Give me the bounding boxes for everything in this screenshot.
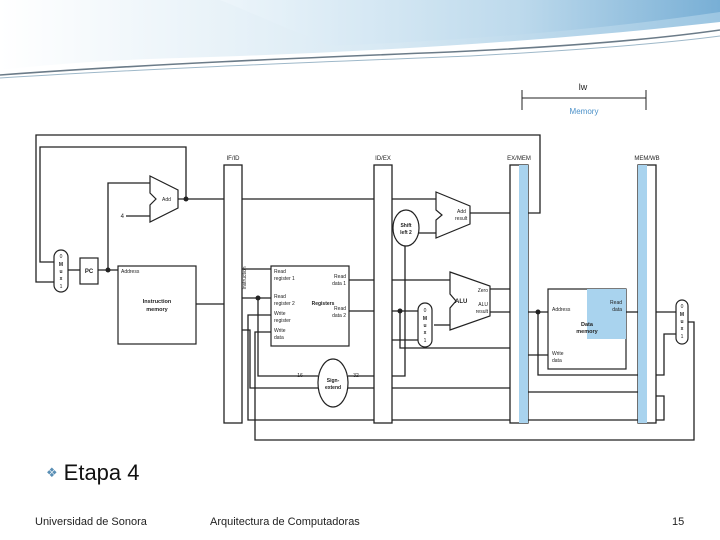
imem-title-2: memory [146, 307, 168, 313]
register-label-idex: ID/EX [375, 156, 391, 162]
bus-width-32: 32 [353, 373, 359, 379]
shift-left-label-1: Shift [400, 223, 411, 229]
reg-rr1-a: Read [274, 269, 286, 275]
sign-extend-label-1: Sign- [327, 378, 340, 384]
dmem-title-2: memory [576, 329, 598, 335]
mux-label-m: M [59, 262, 63, 268]
instruction-bus-label: Instruction [242, 266, 248, 289]
pc-adder-label: Add [162, 197, 171, 203]
pc-label: PC [85, 269, 94, 275]
pipeline-register-ifid [223, 164, 243, 424]
reg-rr2-a: Read [274, 294, 286, 300]
reg-rd1-a: Read [334, 274, 346, 280]
alu-result-label-1: ALU [478, 302, 488, 308]
writeback-mux [675, 299, 689, 345]
dmem-read-label-2: data [612, 307, 622, 313]
reg-rd1-b: data 1 [332, 281, 346, 287]
mux-label-0: 0 [60, 254, 63, 260]
reg-rr1-b: register 1 [274, 276, 295, 282]
imem-address-label: Address [121, 269, 140, 275]
reg-rd2-b: data 2 [332, 313, 346, 319]
shift-left-label-2: left 2 [400, 230, 412, 236]
alu-src-mux [417, 302, 433, 348]
memwb-highlight [638, 165, 647, 423]
sign-extend-label-2: extend [325, 385, 341, 391]
bus-width-16: 16 [297, 373, 303, 379]
wb-mux-label-1: 1 [681, 334, 684, 340]
branch-adder-label-1: Add [457, 209, 466, 215]
alu [449, 271, 491, 331]
wb-mux-label-m: M [680, 312, 684, 318]
mux-label-x: x [60, 276, 63, 282]
reg-wr-b: register [274, 318, 291, 324]
alu-mux-label-1: 1 [424, 338, 427, 344]
branch-adder [435, 191, 471, 239]
branch-adder-label-2: result [455, 216, 468, 222]
footer-institution: Universidad de Sonora [35, 516, 147, 528]
alu-zero-label: Zero [478, 288, 489, 294]
wb-mux-label-x: x [681, 326, 684, 332]
register-label-memwb: MEM/WB [634, 156, 659, 162]
dmem-title-1: Data [581, 322, 594, 328]
mux-label-1: 1 [60, 284, 63, 290]
data-memory-read-highlight [587, 289, 626, 339]
pipeline-register-idex [373, 164, 393, 424]
reg-rr2-b: register 2 [274, 301, 295, 307]
instruction-label: lw [579, 82, 588, 92]
alu-label: ALU [455, 299, 467, 305]
registers-title: Registers [312, 301, 335, 307]
pc-adder [149, 175, 179, 223]
register-label-ifid: IF/ID [227, 156, 241, 162]
dmem-write-label-1: Write [552, 351, 564, 357]
dmem-write-label-2: data [552, 358, 562, 364]
pc-mux [53, 249, 69, 293]
imem-title-1: Instruction [143, 299, 172, 305]
wb-mux-label-u: u [680, 319, 683, 325]
shift-left-unit [392, 209, 420, 247]
register-file [270, 265, 350, 347]
stage-label: Memory [570, 107, 599, 116]
dmem-read-label-1: Read [610, 300, 622, 306]
page-number: 15 [672, 516, 685, 528]
bullet-icon: ❖ [46, 465, 58, 480]
register-label-exmem: EX/MEM [507, 156, 531, 162]
reg-rd2-a: Read [334, 306, 346, 312]
alu-mux-label-x: x [424, 330, 427, 336]
pipeline-datapath-diagram: lw Memory IF/ID ID/EX EX/MEM MEM/WB Inst… [35, 82, 695, 441]
exmem-highlight [519, 165, 528, 423]
mux-label-u: u [59, 269, 62, 275]
wb-mux-label-0: 0 [681, 304, 684, 310]
alu-mux-label-u: u [423, 323, 426, 329]
constant-four: 4 [121, 214, 125, 220]
alu-mux-label-0: 0 [424, 308, 427, 314]
reg-wr-a: Write [274, 311, 286, 317]
instruction-memory [117, 265, 197, 345]
bullet-text: Etapa 4 [63, 460, 140, 485]
alu-result-label-2: result [476, 309, 489, 315]
sign-extend-unit [317, 358, 349, 408]
program-counter [79, 257, 99, 285]
bullet-item: ❖ Etapa 4 [46, 458, 140, 488]
reg-wd-b: data [274, 335, 284, 341]
alu-mux-label-m: M [423, 316, 427, 322]
slide-header-banner [0, 0, 720, 80]
footer-course: Arquitectura de Computadoras [210, 516, 360, 528]
reg-wd-a: Write [274, 328, 286, 334]
dmem-address-label: Address [552, 307, 571, 313]
